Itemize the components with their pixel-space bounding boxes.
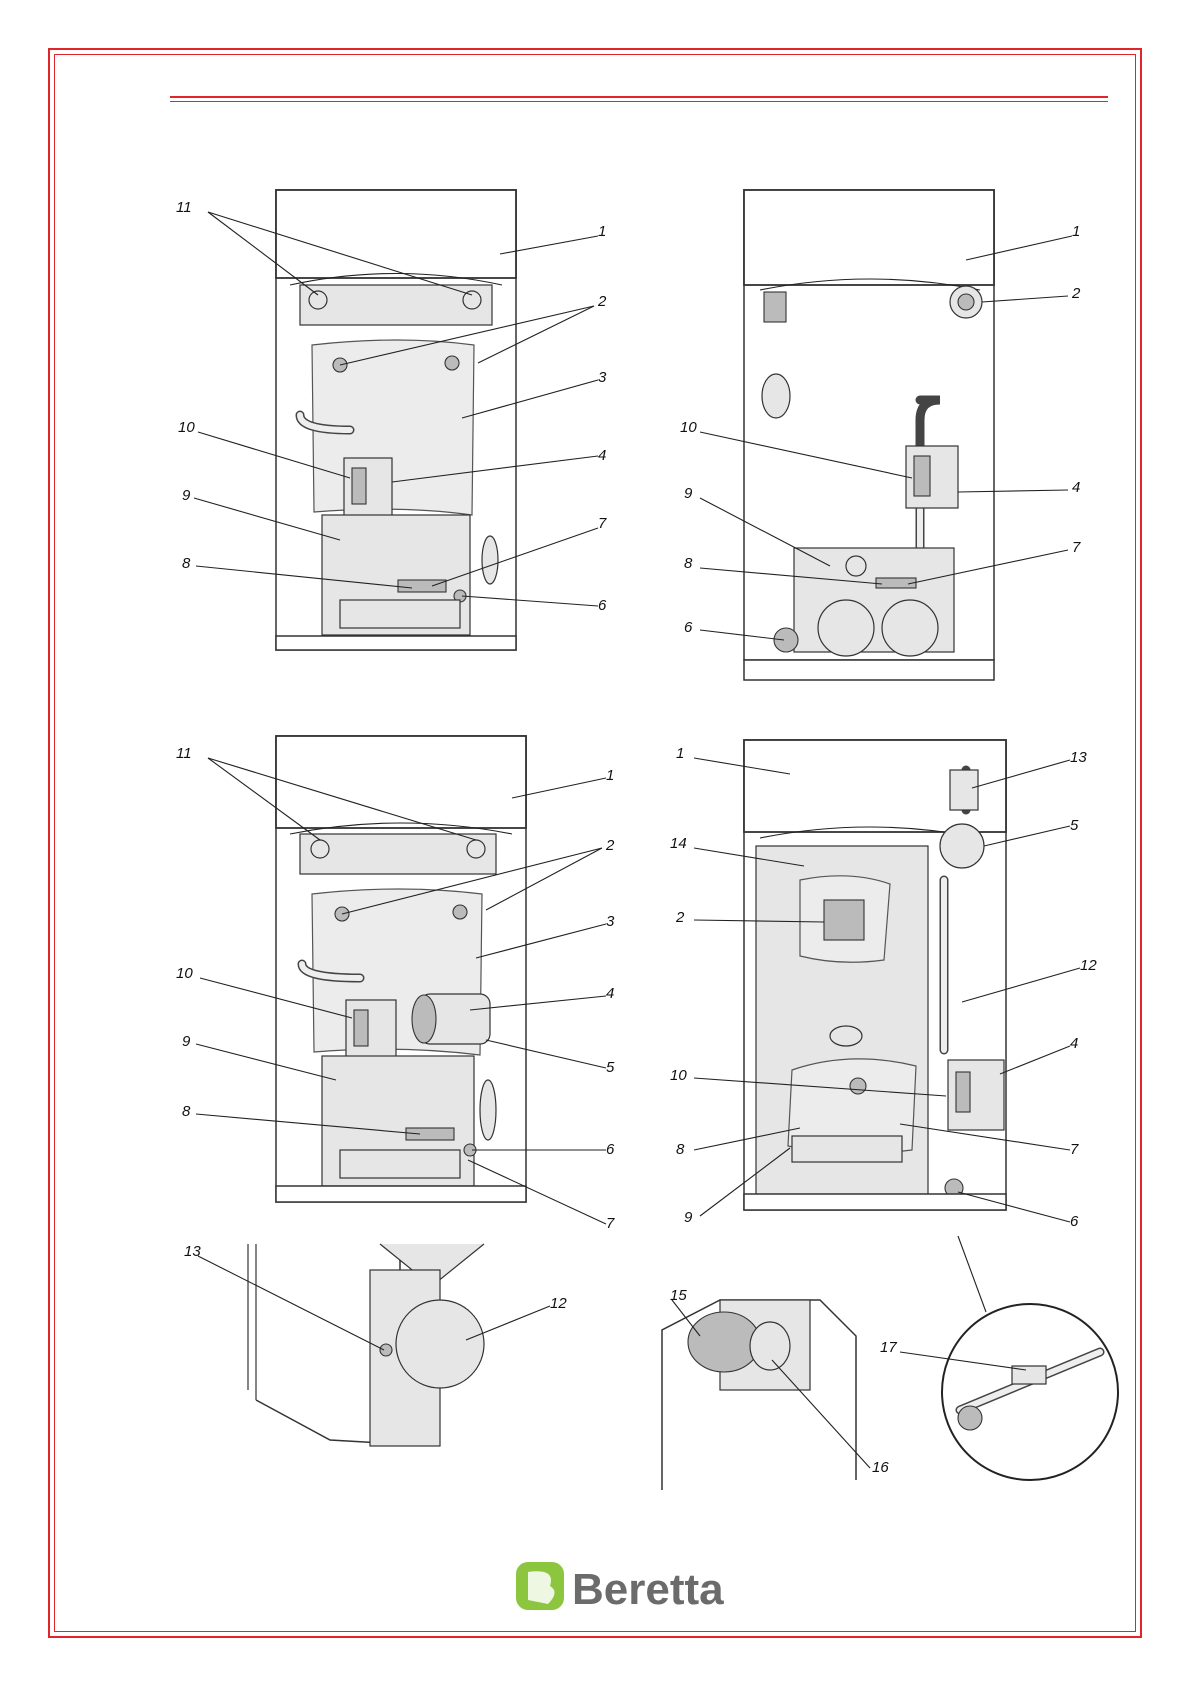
label-9: 9 xyxy=(182,1033,191,1050)
zoom-circle xyxy=(941,1303,1119,1481)
label-16: 16 xyxy=(872,1459,889,1476)
label-1: 1 xyxy=(606,767,614,784)
label-15: 15 xyxy=(670,1287,687,1304)
label-4: 4 xyxy=(606,985,614,1002)
bracket xyxy=(299,833,497,875)
label-10: 10 xyxy=(680,419,697,436)
label-2: 2 xyxy=(675,909,685,926)
label-6: 6 xyxy=(598,597,607,614)
boiler-hood xyxy=(743,189,995,286)
label-7: 7 xyxy=(1070,1141,1079,1158)
label-8: 8 xyxy=(684,555,693,572)
page-border-inner xyxy=(54,54,1136,1632)
inspection-plate xyxy=(823,899,865,941)
header-rule-thin xyxy=(170,101,1108,102)
boiler-hood xyxy=(275,735,527,829)
return-connection xyxy=(773,627,799,653)
expansion-vessel xyxy=(395,1299,485,1389)
label-13: 13 xyxy=(184,1243,201,1260)
brand-name: Beretta xyxy=(572,1565,724,1614)
label-6: 6 xyxy=(606,1141,615,1158)
label-4: 4 xyxy=(598,447,606,464)
label-10: 10 xyxy=(178,419,195,436)
label-8: 8 xyxy=(676,1141,685,1158)
view-top-left: 11 1 2 3 10 4 9 7 8 6 xyxy=(176,189,607,651)
label-1: 1 xyxy=(676,745,684,762)
label-2: 2 xyxy=(605,837,615,854)
view-middle-right: 1 13 5 14 2 12 4 10 7 8 9 6 xyxy=(670,739,1097,1230)
label-2: 2 xyxy=(1071,285,1081,302)
label-17: 17 xyxy=(880,1339,897,1356)
safety-valve xyxy=(949,769,979,811)
label-5: 5 xyxy=(606,1059,615,1076)
circulation-pump xyxy=(939,823,985,869)
gas-valve xyxy=(343,457,393,517)
label-9: 9 xyxy=(684,485,693,502)
drain-valve xyxy=(1011,1365,1047,1385)
label-4: 4 xyxy=(1072,479,1080,496)
label-7: 7 xyxy=(606,1215,615,1232)
view-middle-left: 11 1 2 3 10 4 9 5 8 6 7 xyxy=(176,735,615,1232)
header-rule xyxy=(170,96,1108,98)
relief-valve xyxy=(379,1343,393,1357)
label-11: 11 xyxy=(176,199,192,216)
label-6: 6 xyxy=(684,619,693,636)
label-1: 1 xyxy=(1072,223,1080,240)
bracket xyxy=(299,284,493,326)
fan-motor xyxy=(687,1311,761,1373)
label-13: 13 xyxy=(1070,749,1087,766)
label-5: 5 xyxy=(1070,817,1079,834)
label-10: 10 xyxy=(670,1067,687,1084)
view-top-right: 1 2 10 4 9 7 8 6 xyxy=(680,189,1081,681)
label-3: 3 xyxy=(606,913,615,930)
boiler-hood xyxy=(275,189,517,279)
label-14: 14 xyxy=(670,835,687,852)
label-9: 9 xyxy=(182,487,191,504)
label-12: 12 xyxy=(1080,957,1097,974)
label-1: 1 xyxy=(598,223,606,240)
label-12: 12 xyxy=(550,1295,567,1312)
label-7: 7 xyxy=(1072,539,1081,556)
detail-expansion-vessel: 13 12 xyxy=(184,1243,567,1447)
page-border-outer xyxy=(48,48,1142,1638)
label-9: 9 xyxy=(684,1209,693,1226)
label-8: 8 xyxy=(182,1103,191,1120)
label-11: 11 xyxy=(176,745,192,762)
detail-top-unit: 15 16 xyxy=(661,1287,889,1490)
beretta-logo: Beretta xyxy=(516,1562,724,1614)
label-3: 3 xyxy=(598,369,607,386)
label-7: 7 xyxy=(598,515,607,532)
detail-drain-valve: 17 xyxy=(880,1235,1119,1481)
label-2: 2 xyxy=(597,293,607,310)
label-4: 4 xyxy=(1070,1035,1078,1052)
label-10: 10 xyxy=(176,965,193,982)
label-6: 6 xyxy=(1070,1213,1079,1230)
label-8: 8 xyxy=(182,555,191,572)
